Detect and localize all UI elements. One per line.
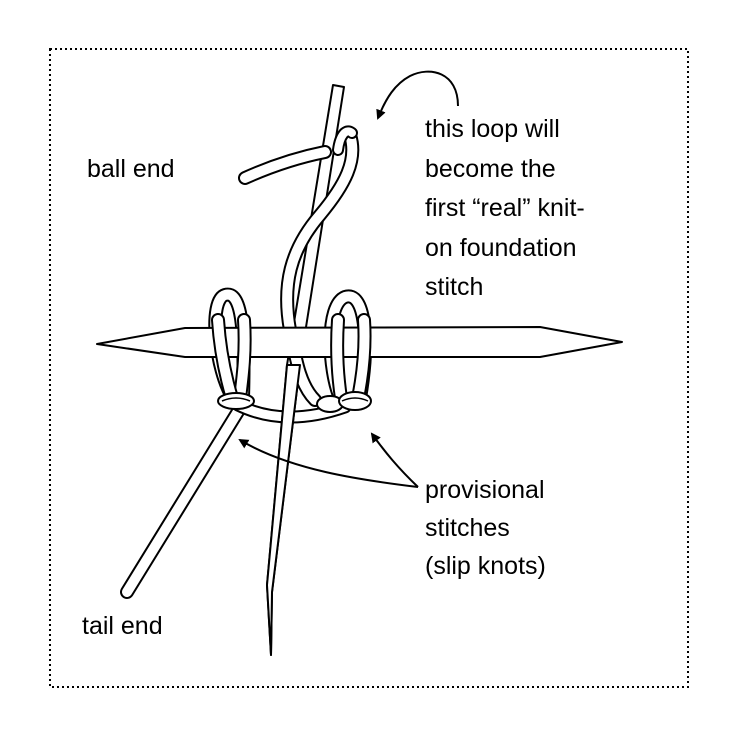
loop-callout-line: on foundation bbox=[425, 233, 577, 262]
slip-knot-right-front bbox=[316, 313, 372, 413]
provisional-arrow-left bbox=[238, 438, 419, 488]
provisional-callout-line: (slip knots) bbox=[425, 552, 546, 580]
dotted-frame bbox=[49, 48, 689, 688]
provisional-callout-line: provisional bbox=[425, 476, 545, 504]
loop-callout-line: become the bbox=[425, 154, 556, 183]
tail-end-label: tail end bbox=[82, 612, 163, 640]
tail-end-yarn bbox=[120, 398, 249, 599]
ball-end-yarn bbox=[238, 145, 332, 185]
ball-end-label: ball end bbox=[87, 155, 175, 183]
loop-callout-line: stitch bbox=[425, 273, 484, 301]
loop-callout-line: first “real” knit- bbox=[425, 194, 585, 222]
loop-callout-line: this loop will bbox=[425, 115, 560, 143]
loop-arrow bbox=[376, 70, 459, 120]
slip-knot-left-front bbox=[211, 313, 255, 410]
vertical-needle-front bbox=[266, 364, 301, 656]
provisional-callout-line: stitches bbox=[425, 514, 510, 542]
provisional-arrow-right bbox=[370, 432, 419, 488]
loop-callout: this loop will become the first “real” k… bbox=[425, 110, 585, 308]
provisional-callout: provisional stitches (slip knots) bbox=[425, 471, 546, 585]
